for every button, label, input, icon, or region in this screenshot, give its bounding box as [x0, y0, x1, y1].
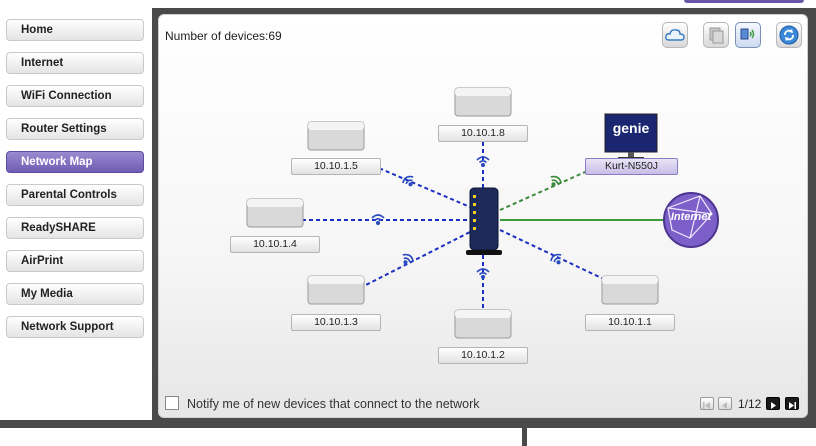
device-icon[interactable]: [307, 121, 365, 151]
nav-home[interactable]: Home: [6, 19, 144, 41]
device-label-7[interactable]: Kurt-N550J: [585, 158, 678, 175]
device-label-5[interactable]: 10.10.1.2: [438, 347, 528, 364]
page-indicator: 1/12: [738, 397, 762, 411]
device-label-6[interactable]: 10.10.1.1: [585, 314, 675, 331]
cloud-icon: [665, 29, 685, 41]
prev-page-icon: [722, 402, 727, 409]
router-icon[interactable]: [466, 187, 502, 255]
top-menu-button[interactable]: [684, 0, 804, 3]
device-count: Number of devices:69: [165, 29, 282, 43]
device-icon[interactable]: [454, 309, 512, 339]
wifi-icon: [550, 253, 562, 265]
wifi-icon: [371, 214, 385, 226]
footer-right: [527, 428, 816, 446]
top-strip: [0, 0, 816, 8]
device-label-4[interactable]: 10.10.1.3: [291, 314, 381, 331]
prev-page-button[interactable]: [718, 397, 732, 410]
map-view-button[interactable]: [735, 22, 761, 48]
nav-network-map[interactable]: Network Map: [6, 151, 144, 173]
nav-router-settings[interactable]: Router Settings: [6, 118, 144, 140]
internet-text: Internet: [670, 211, 712, 223]
notify-label: Notify me of new devices that connect to…: [187, 397, 480, 411]
device-label-2[interactable]: 10.10.1.5: [291, 158, 381, 175]
map-view-icon: [740, 28, 755, 40]
wifi-icon: [476, 268, 490, 280]
computer-icon[interactable]: [604, 113, 658, 161]
nav-readyshare[interactable]: ReadySHARE: [6, 217, 144, 239]
wifi-icon: [476, 156, 490, 168]
wifi-icon: [402, 253, 414, 265]
wifi-icon: [550, 175, 562, 187]
wireless-links: [302, 142, 611, 310]
device-icon[interactable]: [454, 87, 512, 117]
nav-wifi-connection[interactable]: WiFi Connection: [6, 85, 144, 107]
genie-text: genie: [612, 120, 650, 136]
last-page-button[interactable]: [785, 397, 799, 410]
nav-airprint[interactable]: AirPrint: [6, 250, 144, 272]
device-list-button[interactable]: [703, 22, 729, 48]
wifi-icon: [402, 175, 414, 187]
device-list-icon: [709, 27, 724, 44]
refresh-icon: [779, 25, 799, 45]
next-page-button[interactable]: [766, 397, 780, 410]
device-icon[interactable]: [307, 275, 365, 305]
nav-parental-controls[interactable]: Parental Controls: [6, 184, 144, 206]
footer-left: [0, 428, 522, 446]
wifi-badges: [371, 156, 562, 280]
nav-network-support[interactable]: Network Support: [6, 316, 144, 338]
nav-my-media[interactable]: My Media: [6, 283, 144, 305]
last-page-icon: [789, 402, 796, 409]
notify-checkbox[interactable]: [165, 396, 179, 410]
device-label-3[interactable]: 10.10.1.4: [230, 236, 320, 253]
sidebar: [0, 8, 152, 420]
first-page-button[interactable]: [700, 397, 714, 410]
device-icon[interactable]: [601, 275, 659, 305]
internet-globe-icon[interactable]: [663, 192, 719, 248]
device-label-1[interactable]: 10.10.1.8: [438, 125, 528, 142]
nav-internet[interactable]: Internet: [6, 52, 144, 74]
cloud-button[interactable]: [662, 22, 688, 48]
first-page-icon: [703, 402, 710, 409]
refresh-button[interactable]: [776, 22, 802, 48]
next-page-icon: [771, 402, 776, 409]
device-icon[interactable]: [246, 198, 304, 228]
